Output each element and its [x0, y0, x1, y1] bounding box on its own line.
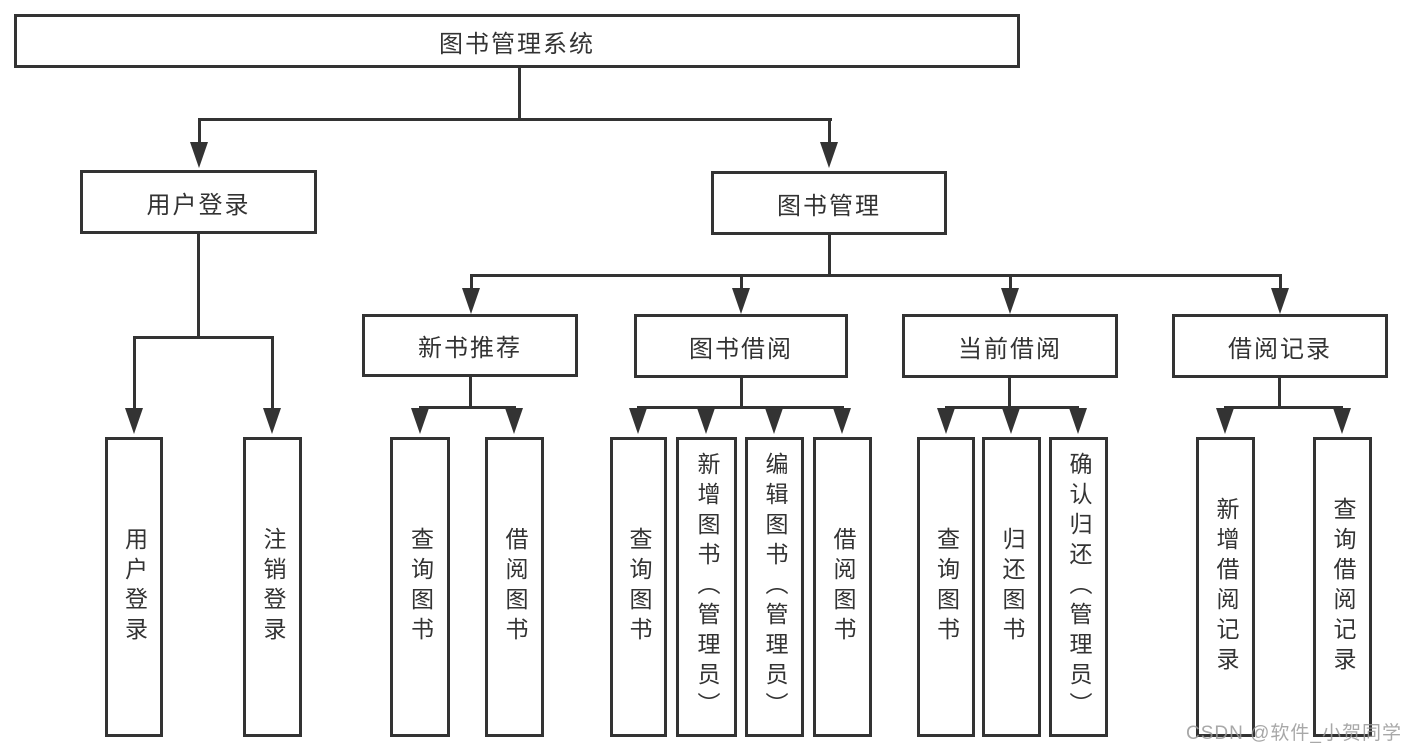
connector-line [419, 406, 516, 409]
connector-line [198, 118, 201, 144]
node-new-book-recommend: 新书推荐 [362, 314, 578, 377]
connector-line [1009, 274, 1012, 290]
connector-line [1279, 274, 1282, 290]
leaf-query-books-recommend: 查询图书 [390, 437, 450, 737]
arrow-down-icon [629, 408, 647, 434]
arrow-down-icon [1333, 408, 1351, 434]
arrow-down-icon [462, 288, 480, 314]
leaf-edit-book-admin: 编辑图书（管理员） [745, 437, 804, 737]
leaf-confirm-return-admin: 确认归还（管理员） [1049, 437, 1108, 737]
arrow-down-icon [125, 408, 143, 434]
connector-line [518, 68, 521, 118]
connector-line [1008, 378, 1011, 406]
connector-line [133, 336, 274, 339]
connector-line [637, 406, 844, 409]
arrow-down-icon [1069, 408, 1087, 434]
node-book-borrowing: 图书借阅 [634, 314, 848, 378]
arrow-down-icon [820, 142, 838, 168]
watermark: CSDN @软件_小贺同学 [1186, 723, 1402, 744]
leaf-user-login: 用户登录 [105, 437, 163, 737]
leaf-add-borrow-record: 新增借阅记录 [1196, 437, 1255, 737]
connector-line [945, 406, 1079, 409]
connector-line [1224, 406, 1343, 409]
node-library-system-root: 图书管理系统 [14, 14, 1020, 68]
arrow-down-icon [1001, 288, 1019, 314]
node-current-borrowing: 当前借阅 [902, 314, 1118, 378]
leaf-logout: 注销登录 [243, 437, 302, 737]
arrow-down-icon [505, 408, 523, 434]
arrow-down-icon [411, 408, 429, 434]
arrow-down-icon [1271, 288, 1289, 314]
arrow-down-icon [1216, 408, 1234, 434]
arrow-down-icon [732, 288, 750, 314]
connector-line [1278, 378, 1281, 406]
node-user-login: 用户登录 [80, 170, 317, 234]
connector-line [197, 234, 200, 336]
connector-line [198, 118, 832, 121]
arrow-down-icon [833, 408, 851, 434]
leaf-query-borrow-record: 查询借阅记录 [1313, 437, 1372, 737]
leaf-add-book-admin: 新增图书（管理员） [676, 437, 737, 737]
arrow-down-icon [1002, 408, 1020, 434]
connector-line [470, 274, 473, 290]
node-book-management: 图书管理 [711, 171, 947, 235]
connector-line [740, 378, 743, 406]
connector-line [828, 235, 831, 274]
arrow-down-icon [937, 408, 955, 434]
leaf-borrow-books-borrowing: 借阅图书 [813, 437, 872, 737]
leaf-query-books-borrowing: 查询图书 [610, 437, 667, 737]
arrow-down-icon [697, 408, 715, 434]
arrow-down-icon [263, 408, 281, 434]
connector-line [470, 274, 1281, 277]
connector-line [133, 336, 136, 410]
arrow-down-icon [765, 408, 783, 434]
connector-line [740, 274, 743, 290]
connector-line [828, 118, 831, 144]
leaf-return-book: 归还图书 [982, 437, 1041, 737]
node-borrowing-records: 借阅记录 [1172, 314, 1388, 378]
connector-line [469, 377, 472, 406]
arrow-down-icon [190, 142, 208, 168]
connector-line [271, 336, 274, 410]
leaf-borrow-books-recommend: 借阅图书 [485, 437, 544, 737]
leaf-query-books-current: 查询图书 [917, 437, 975, 737]
